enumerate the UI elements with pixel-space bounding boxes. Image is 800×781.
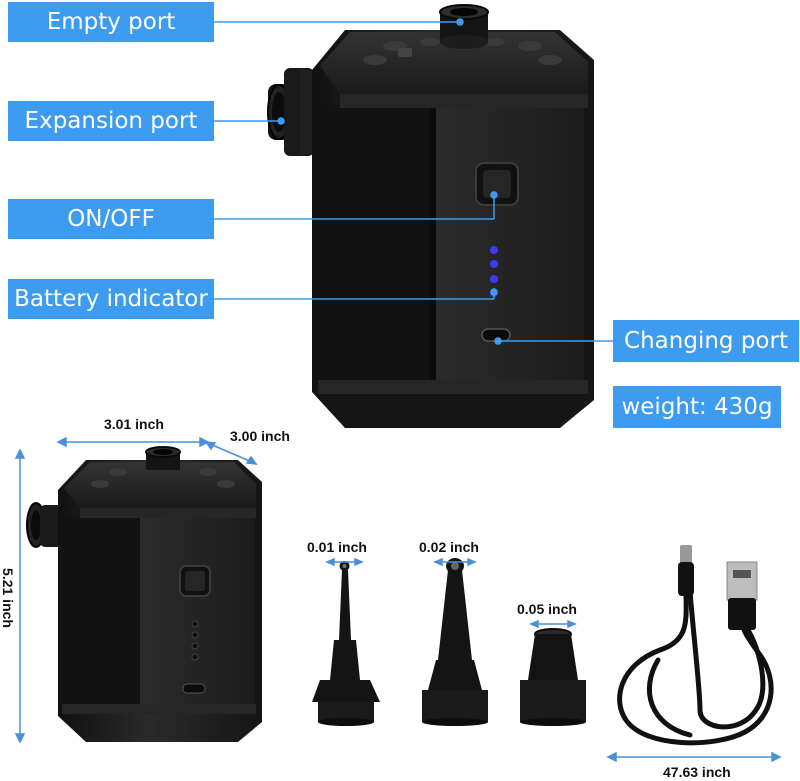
usb-a-connector: [726, 561, 758, 630]
nozzle-small: [312, 561, 380, 726]
height-dimension: 5.21 inch: [0, 568, 16, 628]
charging-port-label: Changing port: [613, 320, 799, 362]
nozzle-large: [520, 628, 586, 726]
battery-indicator-label: Battery indicator: [8, 279, 214, 319]
width-dimension: 3.01 inch: [104, 416, 164, 432]
small-expansion-port: [26, 502, 62, 548]
depth-dimension: 3.00 inch: [230, 428, 290, 444]
weight-label: weight: 430g: [613, 386, 781, 428]
empty-port: [439, 4, 489, 49]
air-pump-small: [26, 446, 262, 742]
expansion-port-label: Expansion port: [8, 101, 214, 141]
air-pump-large: [267, 4, 594, 428]
nozzle-large-dimension: 0.05 inch: [517, 601, 577, 617]
nozzle-medium: [422, 558, 488, 726]
power-button: [475, 162, 519, 206]
nozzle-small-dimension: 0.01 inch: [307, 539, 367, 555]
usb-cable: [617, 587, 774, 746]
on-off-label: ON/OFF: [8, 199, 214, 239]
cable-length-dimension: 47.63 inch: [663, 764, 731, 780]
usb-c-connector: [678, 545, 694, 596]
empty-port-label: Empty port: [8, 2, 214, 42]
nozzle-medium-dimension: 0.02 inch: [419, 539, 479, 555]
